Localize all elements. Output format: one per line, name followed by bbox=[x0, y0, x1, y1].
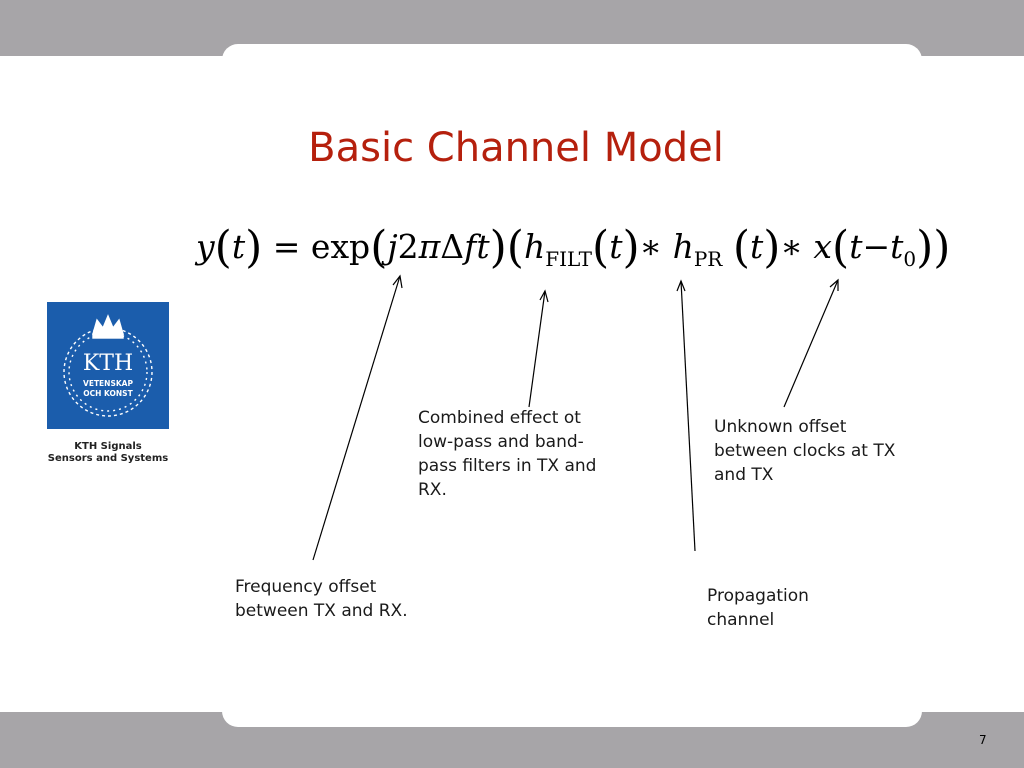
eq-h-pr: h bbox=[672, 227, 694, 266]
logo-caption: KTH Signals Sensors and Systems bbox=[40, 441, 176, 465]
note-unknown-offset: Unknown offset between clocks at TX and … bbox=[714, 415, 895, 487]
eq-paren: ) bbox=[622, 222, 640, 273]
eq-paren: ( bbox=[592, 222, 610, 273]
eq-paren: ( bbox=[370, 222, 388, 273]
eq-sub-filt: FILT bbox=[545, 247, 593, 271]
logo-caption-line2: Sensors and Systems bbox=[47, 453, 169, 464]
note-combined-effect: Combined effect ot low-pass and band- pa… bbox=[418, 406, 596, 502]
note-line: channel bbox=[707, 610, 775, 630]
note-line: Propagation bbox=[707, 586, 809, 606]
arrow-unknown-offset bbox=[783, 279, 839, 408]
note-frequency-offset: Frequency offset between TX and RX. bbox=[235, 575, 408, 623]
eq-two: 2 bbox=[397, 227, 419, 266]
eq-paren: ( bbox=[506, 222, 524, 273]
eq-minus: − bbox=[862, 227, 891, 266]
logo-caption-line1: KTH Signals bbox=[74, 441, 142, 452]
eq-conv: ∗ bbox=[639, 227, 663, 266]
arrowhead-frequency-offset bbox=[392, 274, 403, 289]
eq-j: j bbox=[387, 227, 398, 266]
note-line: and TX bbox=[714, 465, 774, 485]
eq-sub-pr: PR bbox=[693, 247, 723, 271]
eq-t: t bbox=[476, 227, 490, 266]
note-propagation: Propagation channel bbox=[707, 584, 809, 632]
arrowhead-combined-effect bbox=[539, 289, 549, 303]
eq-t: t bbox=[609, 227, 623, 266]
slide-card bbox=[222, 44, 922, 727]
arrow-combined-effect bbox=[528, 290, 546, 408]
logo-emblem-line2: OCH KONST bbox=[83, 389, 133, 398]
eq-conv: ∗ bbox=[780, 227, 803, 266]
eq-delta: Δ bbox=[440, 227, 465, 266]
eq-sub-zero: 0 bbox=[903, 247, 917, 271]
eq-exp: exp bbox=[310, 227, 371, 266]
eq-t: t bbox=[849, 227, 863, 266]
eq-x: x bbox=[813, 227, 833, 266]
page-number: 7 bbox=[979, 733, 987, 747]
eq-y: y bbox=[196, 227, 215, 266]
note-line: pass filters in TX and bbox=[418, 456, 597, 476]
note-line: Frequency offset bbox=[235, 577, 377, 597]
eq-paren: )) bbox=[916, 222, 951, 273]
eq-t: t bbox=[750, 227, 764, 266]
kth-logo: KTH VETENSKAP OCH KONST bbox=[47, 302, 169, 429]
eq-paren: ) bbox=[489, 222, 507, 273]
eq-paren: ( bbox=[732, 222, 751, 273]
eq-paren: ( bbox=[832, 222, 850, 273]
slide-title: Basic Channel Model bbox=[308, 125, 724, 171]
kth-emblem-icon: KTH VETENSKAP OCH KONST bbox=[63, 314, 153, 417]
eq-paren: ) bbox=[763, 222, 781, 273]
eq-f: f bbox=[464, 227, 477, 266]
eq-paren: ( bbox=[214, 222, 232, 273]
logo-emblem-line1: VETENSKAP bbox=[83, 379, 133, 388]
note-line: low-pass and band- bbox=[418, 432, 584, 452]
arrowhead-propagation bbox=[676, 279, 686, 292]
eq-h-filt: h bbox=[523, 227, 546, 266]
arrowhead-unknown-offset bbox=[829, 278, 839, 291]
note-line: between TX and RX. bbox=[235, 601, 408, 621]
note-line: RX. bbox=[418, 480, 447, 500]
eq-equals: = bbox=[272, 227, 301, 266]
eq-t: t bbox=[231, 227, 246, 266]
note-line: between clocks at TX bbox=[714, 441, 896, 461]
eq-t: t bbox=[890, 227, 904, 266]
arrow-propagation bbox=[680, 280, 696, 552]
eq-paren: ) bbox=[245, 222, 263, 273]
arrow-frequency-offset bbox=[312, 275, 401, 561]
logo-emblem-top: KTH bbox=[83, 351, 133, 376]
eq-pi: π bbox=[418, 227, 441, 266]
note-line: Unknown offset bbox=[714, 417, 847, 437]
note-line: Combined effect ot bbox=[418, 408, 581, 428]
channel-equation: y(t) = exp(j2πΔft)(hFILT(t)∗ hPR (t)∗ x(… bbox=[196, 222, 950, 292]
